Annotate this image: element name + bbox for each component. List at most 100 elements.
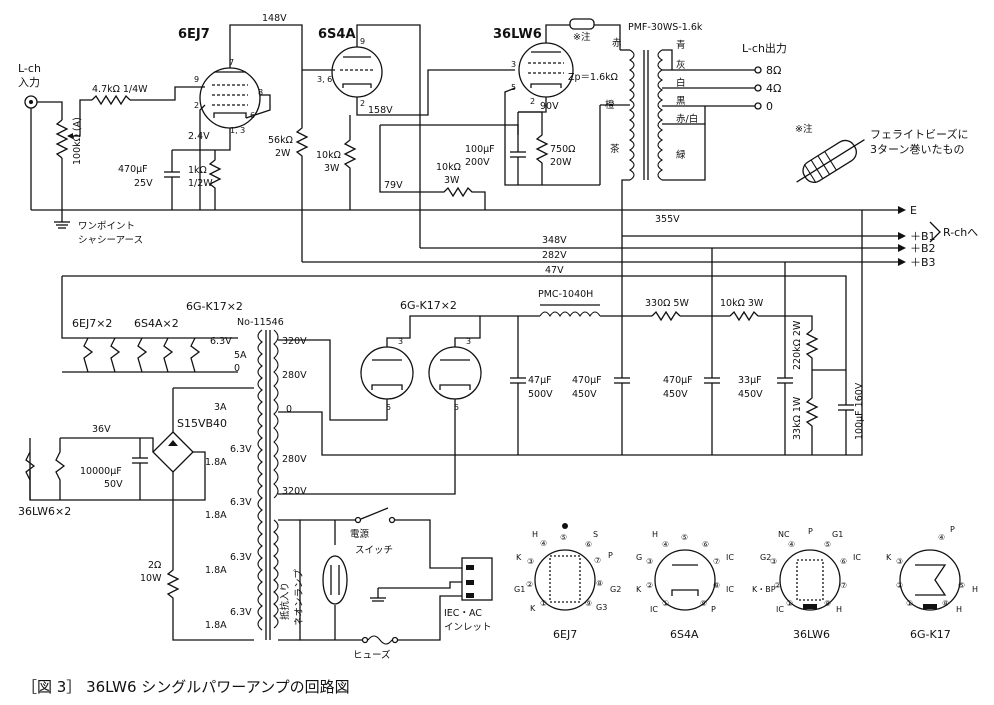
plate-wire-6s4a	[356, 24, 421, 248]
pin-7: ⑦	[840, 581, 847, 590]
pin-8: 8	[258, 88, 263, 97]
grid-wire-a	[73, 99, 92, 137]
input-label-in: 入力	[18, 76, 40, 89]
pin-1: ①	[662, 599, 669, 608]
sec-blue: 青	[676, 39, 686, 51]
ferrite-note: ※注	[795, 123, 813, 135]
out-label: L-ch出力	[742, 41, 787, 55]
rect-b-pin3: 3	[466, 337, 471, 346]
heater-label-1: 6EJ7×2	[72, 317, 112, 330]
cathode-voltage-1: 2.4V	[188, 131, 210, 142]
pin-2: ②	[526, 580, 533, 589]
cathode-resistor-1: 1kΩ 1/2W	[188, 150, 222, 210]
c-k3-voltage: 200V	[465, 157, 490, 168]
cathode-wire-6s4a	[356, 69, 515, 116]
h5-current: 1.8A	[205, 565, 227, 576]
cap-33u: 33μF 450V	[738, 316, 793, 455]
pin-k: K	[886, 553, 892, 562]
sec-320b: 320V	[282, 486, 307, 497]
inlet-label-1: IEC・AC	[444, 608, 482, 619]
v348: 348V	[542, 235, 567, 246]
bus-e-label: E	[910, 204, 917, 217]
grid-resistor-label: 4.7kΩ 1/4W	[92, 84, 148, 95]
pin-3: ③	[646, 557, 653, 566]
chassis-ground-symbol	[370, 588, 386, 602]
arrow-b1	[898, 232, 906, 240]
pin-3-36lw6: 3	[511, 60, 516, 69]
pin-2-36lw6: 2	[530, 97, 535, 106]
h4-voltage: 6.3V	[230, 497, 252, 508]
bridge-v36: 36V	[92, 424, 111, 435]
sec-320a: 320V	[282, 336, 307, 347]
sec-green-wire	[662, 124, 706, 181]
c3-voltage: 450V	[663, 389, 688, 400]
neon-lamp: 抵抗入り ネオンランプ	[279, 520, 348, 640]
pin-8: ⑧	[824, 599, 831, 608]
r4-label: 33kΩ 1W	[792, 396, 803, 440]
ferrite-illustration: ※注 フェライトビーズに 3ターン巻いたもの	[795, 123, 968, 184]
c2-voltage: 450V	[572, 389, 597, 400]
cathode-wire-6ej7	[215, 128, 231, 151]
g2-wire	[199, 104, 206, 210]
pin-k: K	[636, 585, 642, 594]
inlet-label-2: インレット	[444, 622, 492, 633]
rect-a-out	[386, 315, 480, 347]
pin-g1: G1	[514, 585, 525, 594]
ct-wire	[278, 411, 860, 456]
pin-8: ⑧	[596, 579, 603, 588]
bridge-res-value: 2Ω	[148, 560, 161, 571]
lamp-label-2: ネオンランプ	[294, 569, 305, 626]
pin-6: ⑥	[702, 540, 709, 549]
r-k1-value: 1kΩ	[188, 165, 207, 176]
pin-9: 9	[194, 75, 199, 84]
pin-6: ⑥	[840, 557, 847, 566]
cathode-resistor-2	[343, 115, 357, 210]
primary-wire	[278, 519, 301, 641]
tube-label-6ej7: 6EJ7	[178, 27, 210, 42]
pin-2: ②	[646, 581, 653, 590]
pinout-label-6s4a: 6S4A	[670, 628, 699, 641]
tap-0-label: 0	[766, 100, 773, 113]
plate-wire-6ej7	[229, 24, 303, 70]
h2-current: 3A	[214, 402, 227, 413]
ot-model: PMF-30WS-1.6k	[628, 22, 703, 33]
pin-g2: G2	[760, 553, 771, 562]
switch-label-1: 電源	[350, 529, 370, 540]
cathode-voltage-2: 158V	[368, 105, 393, 116]
ground-return	[860, 210, 863, 456]
pin-4: ④	[788, 540, 795, 549]
figure-caption: ［図 3］ 36LW6 シングルパワーアンプの回路図	[22, 678, 350, 696]
filter-c	[758, 315, 813, 330]
node-79-wire	[379, 125, 420, 193]
pin-5: ⑤	[824, 540, 831, 549]
r-k2-watt: 3W	[324, 163, 340, 174]
pri-red: 赤	[612, 38, 622, 49]
r-k3-watt: 20W	[550, 157, 572, 168]
sec-black: 黒	[676, 96, 686, 107]
fb-wire	[380, 124, 519, 135]
switch-label-2: スイッチ	[355, 545, 393, 556]
ferrite-text-1: フェライトビーズに	[870, 127, 968, 141]
pin-9: ⑨	[585, 599, 592, 608]
sec-0: 0	[286, 404, 292, 415]
r-k3-value: 750Ω	[550, 144, 575, 155]
plate-resistor-56k	[295, 70, 309, 262]
ground-symbol: ワンポイント シャシーアース	[54, 210, 143, 246]
pin-kbp: K・BP	[752, 585, 776, 594]
pin-1: ①	[786, 599, 793, 608]
heater-36lw6-a	[25, 451, 36, 481]
pin-h1: H	[972, 585, 978, 594]
mains-d	[398, 595, 462, 641]
c3-value: 470μF	[663, 375, 693, 386]
cathode-capacitor-1: 470μF 25V	[118, 150, 180, 210]
h3-voltage: 6.3V	[230, 444, 252, 455]
c-k1-voltage: 25V	[134, 178, 153, 189]
pin-5: ⑤	[681, 533, 688, 542]
power-transformer	[257, 329, 279, 640]
pin-k2: K	[530, 604, 536, 613]
pin-p: P	[808, 527, 813, 536]
tube-label-6s4a: 6S4A	[318, 27, 356, 42]
pin-g2: G2	[610, 585, 621, 594]
bridge-plus	[60, 437, 154, 452]
